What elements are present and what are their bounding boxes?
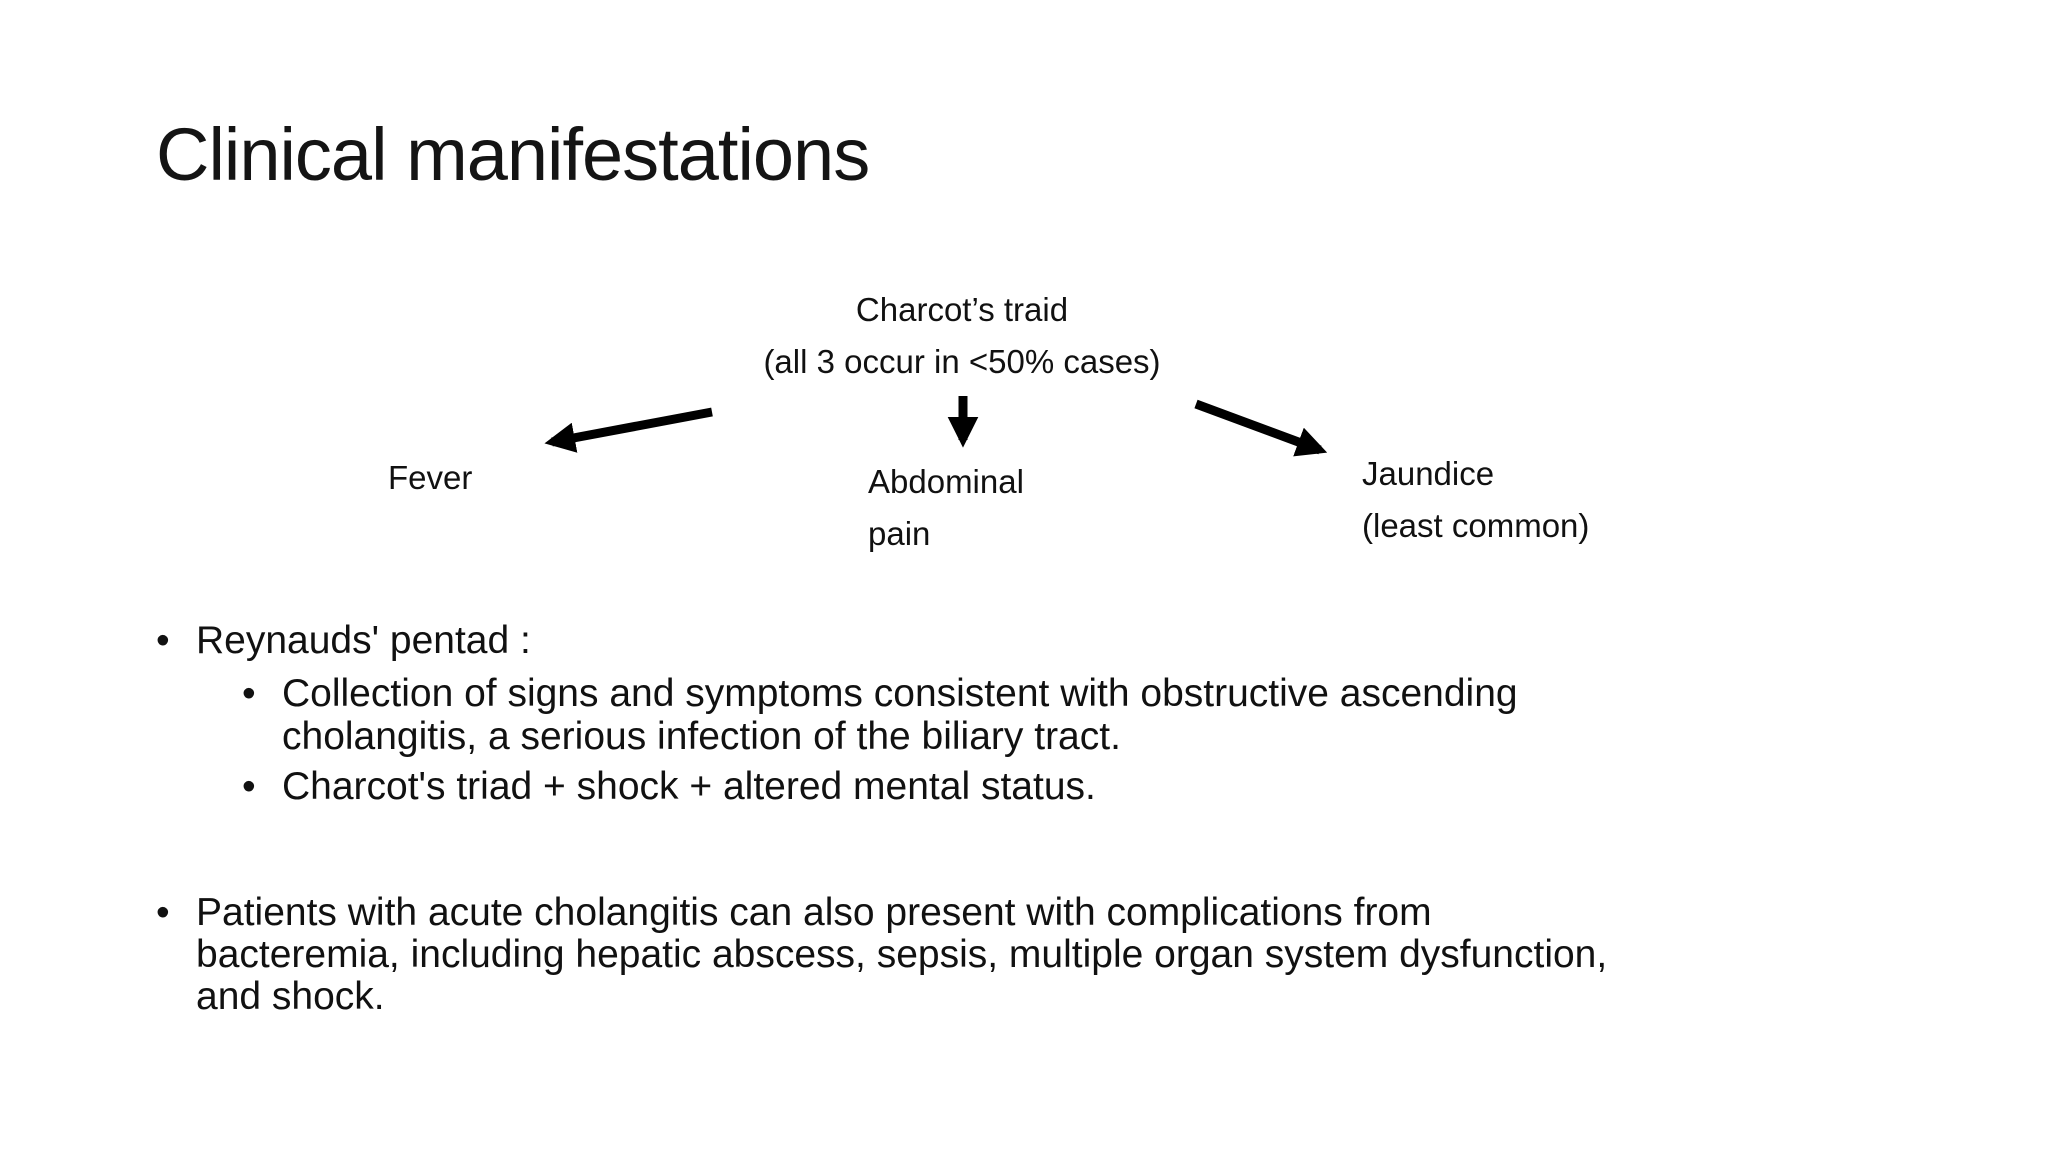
- complications-line1: Patients with acute cholangitis can also…: [196, 891, 1432, 934]
- jaundice-label: Jaundice (least common): [1362, 448, 1589, 552]
- arrow-to-fever: [544, 407, 713, 453]
- complications-bullet: • Patients with acute cholangitis can al…: [156, 892, 1607, 1018]
- bullet-marker: •: [242, 672, 256, 715]
- page-title: Clinical manifestations: [156, 113, 870, 196]
- triad-root-line1: Charcot’s traid: [855, 291, 1069, 328]
- pentad-sub-bullet-definition: • Collection of signs and symptoms consi…: [242, 672, 1518, 758]
- pentad-heading-text: Reynauds' pentad :: [196, 619, 531, 662]
- fever-label-text: Fever: [388, 459, 473, 496]
- arrow-to-jaundice: [1194, 399, 1328, 457]
- abdominal-pain-label: Abdominal pain: [868, 456, 1024, 560]
- complications-line2: bacteremia, including hepatic abscess, s…: [196, 933, 1608, 976]
- bullet-marker: •: [156, 891, 170, 934]
- triad-root-line2: (all 3 occur in <50% cases): [763, 343, 1161, 380]
- bullet-marker: •: [156, 619, 170, 662]
- pentad-definition-line1: Collection of signs and symptoms consist…: [282, 672, 1518, 715]
- triad-root-label: Charcot’s traid (all 3 occur in <50% cas…: [660, 284, 1264, 388]
- pentad-definition-line2: cholangitis, a serious infection of the …: [282, 715, 1121, 758]
- pentad-formula-text: Charcot's triad + shock + altered mental…: [282, 765, 1096, 808]
- abdominal-pain-line2: pain: [868, 515, 931, 552]
- pentad-sub-bullet-formula: • Charcot's triad + shock + altered ment…: [242, 764, 1096, 810]
- bullet-marker: •: [242, 765, 256, 808]
- jaundice-line2: (least common): [1362, 507, 1590, 544]
- abdominal-pain-line1: Abdominal: [868, 463, 1024, 500]
- jaundice-line1: Jaundice: [1362, 455, 1495, 492]
- complications-line3: and shock.: [196, 975, 385, 1018]
- pentad-bullet: • Reynauds' pentad :: [156, 618, 531, 664]
- fever-label: Fever: [388, 452, 472, 504]
